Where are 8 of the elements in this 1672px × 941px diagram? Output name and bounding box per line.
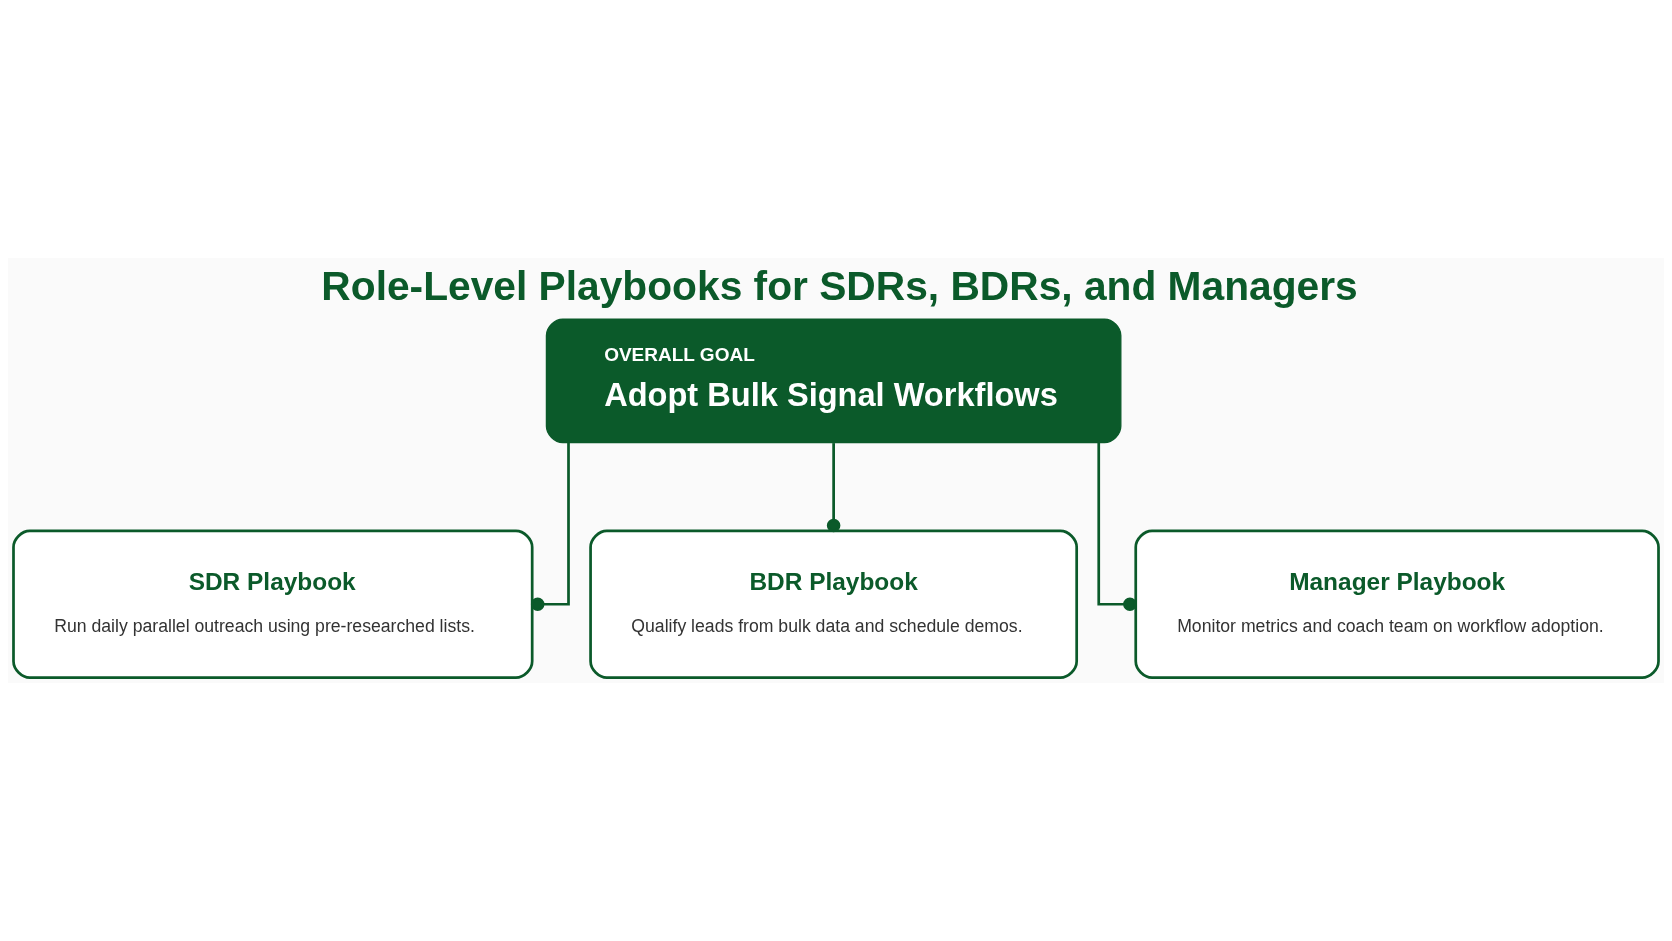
connector: [530, 443, 570, 612]
connector: [826, 443, 841, 533]
node-box: Manager Playbook Monitor metrics and coach team on workflow adoption.: [1134, 529, 1660, 679]
node-box: BDR Playbook Qualify leads from bulk data and schedule demos.: [589, 529, 1079, 679]
node-box: OVERALL GOAL Adopt Bulk Signal Workflows: [545, 318, 1122, 444]
diagram-title: Role-Level Playbooks for SDRs, BDRs, and Managers: [321, 263, 1358, 310]
node-box: SDR Playbook Run daily parallel outreach using pre-researched lists.: [12, 529, 534, 679]
connector: [1097, 443, 1137, 612]
